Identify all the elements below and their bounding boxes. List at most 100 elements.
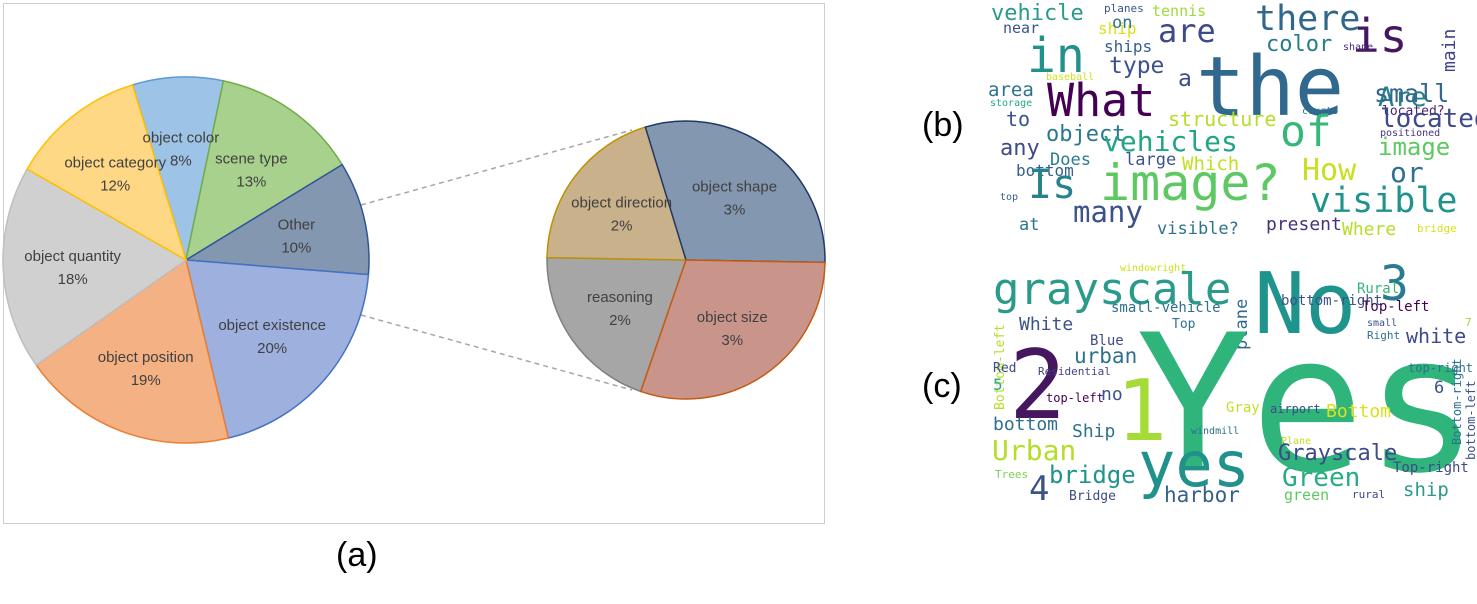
cloud-word: vehicles: [1103, 125, 1238, 158]
cloud-word: many: [1073, 195, 1143, 229]
cloud-word: airport: [1270, 402, 1321, 416]
panel-label-a: (a): [336, 536, 378, 574]
cloud-word: tennis: [1152, 2, 1206, 20]
cloud-word: located: [1380, 104, 1477, 134]
cloud-word: Green: [1282, 463, 1360, 493]
cloud-word: ship: [1098, 19, 1137, 38]
pie-slice-object-quantity: [2, 168, 188, 367]
cloud-word: ships: [1104, 37, 1152, 56]
cloud-word: there: [1255, 0, 1360, 39]
cloud-word: Trees: [995, 468, 1028, 481]
cloud-word: are: [1158, 12, 1216, 50]
cloud-word: any: [1000, 136, 1040, 161]
cloud-word: the: [1196, 40, 1344, 135]
cloud-word: visible?: [1157, 219, 1239, 239]
pie-slice-object-existence: [185, 259, 370, 439]
slice-percent: 19%: [131, 372, 161, 389]
cloud-word: image?: [1100, 154, 1281, 212]
cloud-word: color: [1266, 32, 1332, 57]
slice-percent: 2%: [611, 217, 633, 234]
slice-label: Other: [278, 217, 316, 234]
slice-percent: 8%: [170, 153, 192, 170]
slice-label: object color: [142, 130, 219, 147]
cloud-word: 4: [1029, 469, 1049, 509]
cloud-word: present: [1266, 214, 1342, 235]
cloud-word: baseball: [1046, 72, 1094, 83]
cloud-word: white: [1406, 324, 1466, 348]
slice-label: object category: [64, 154, 166, 171]
cloud-word: green: [1284, 486, 1329, 504]
cloud-word: bottom: [993, 414, 1058, 435]
pie-slice-object-direction: [546, 126, 688, 261]
cloud-word: harbor: [1164, 483, 1240, 507]
slice-percent: 12%: [100, 177, 130, 194]
cloud-word: Top-left: [1362, 299, 1429, 315]
cloud-word: large: [1125, 150, 1176, 170]
pie-slice-object-position: [35, 258, 230, 444]
cloud-word: object: [1046, 122, 1125, 147]
cloud-word: White: [1019, 314, 1073, 335]
cloud-word: top-right: [1408, 361, 1473, 375]
panel-label-c: (c): [922, 367, 962, 405]
pie-slice-object-shape: [644, 120, 826, 264]
cloud-word: 5: [993, 375, 1003, 394]
slice-label: object shape: [692, 179, 777, 196]
cloud-word: shape: [1343, 42, 1373, 53]
cloud-word: bottom-right: [1281, 293, 1382, 309]
cloud-word: Top: [1172, 317, 1196, 332]
cloud-word: ship: [1403, 479, 1449, 501]
cloud-word: urban: [1074, 344, 1137, 368]
cloud-word: grayscale: [993, 264, 1231, 315]
slice-label: object quantity: [24, 248, 121, 265]
cloud-word: 2: [1009, 331, 1066, 441]
cloud-word: Bottom-right: [1450, 358, 1464, 445]
slice-percent: 3%: [724, 202, 746, 219]
cloud-word: visible: [1310, 181, 1458, 221]
cloud-word: Blue: [1090, 333, 1124, 349]
slice-label: object size: [697, 309, 768, 326]
cloud-word: vehicle: [991, 1, 1084, 26]
cloud-word: in: [1027, 28, 1085, 84]
cloud-word: structure: [1168, 107, 1276, 131]
pie-slice-object-color: [131, 76, 225, 261]
cloud-word: small: [1367, 318, 1397, 329]
cloud-word: small-vehicle: [1111, 300, 1221, 316]
cloud-word: bottom-left: [1464, 381, 1477, 460]
cloud-word: of: [1280, 107, 1332, 157]
cloud-word: at: [1019, 215, 1039, 235]
cloud-word: top-left: [1046, 391, 1104, 405]
cloud-word: Rural: [1357, 281, 1399, 297]
slice-percent: 18%: [58, 271, 88, 288]
cloud-word: Where: [1342, 219, 1396, 240]
connector-line-top: [360, 129, 633, 206]
slice-label: object existence: [218, 317, 326, 334]
cloud-word: to: [1006, 107, 1030, 131]
cloud-word: top: [1000, 192, 1018, 203]
panel-label-b: (b): [922, 106, 964, 144]
cloud-word: main: [1439, 29, 1460, 72]
cloud-word: windmill: [1191, 426, 1239, 437]
cloud-word: Red: [993, 361, 1016, 376]
slice-percent: 20%: [257, 340, 287, 357]
cloud-word: Which: [1182, 153, 1239, 175]
pie-slice-object-size: [639, 259, 826, 400]
cloud-word: Ship: [1072, 421, 1115, 442]
cloud-word: bottom: [1016, 161, 1074, 180]
cloud-word: image: [1378, 133, 1450, 161]
pie-slice-object-category: [26, 84, 188, 262]
cloud-word: planes: [1104, 2, 1144, 15]
cloud-word: 6: [1434, 378, 1444, 398]
cloud-word: Yes: [1136, 294, 1477, 515]
cloud-word: Urban: [992, 434, 1076, 467]
slice-label: object position: [98, 349, 194, 366]
pie-slice-other: [183, 163, 370, 276]
cloud-word: no: [1101, 384, 1123, 405]
slice-percent: 10%: [281, 240, 311, 257]
cloud-word: type: [1109, 53, 1164, 79]
cloud-word: 1: [1116, 362, 1167, 461]
cloud-word: bridge: [1417, 222, 1457, 235]
